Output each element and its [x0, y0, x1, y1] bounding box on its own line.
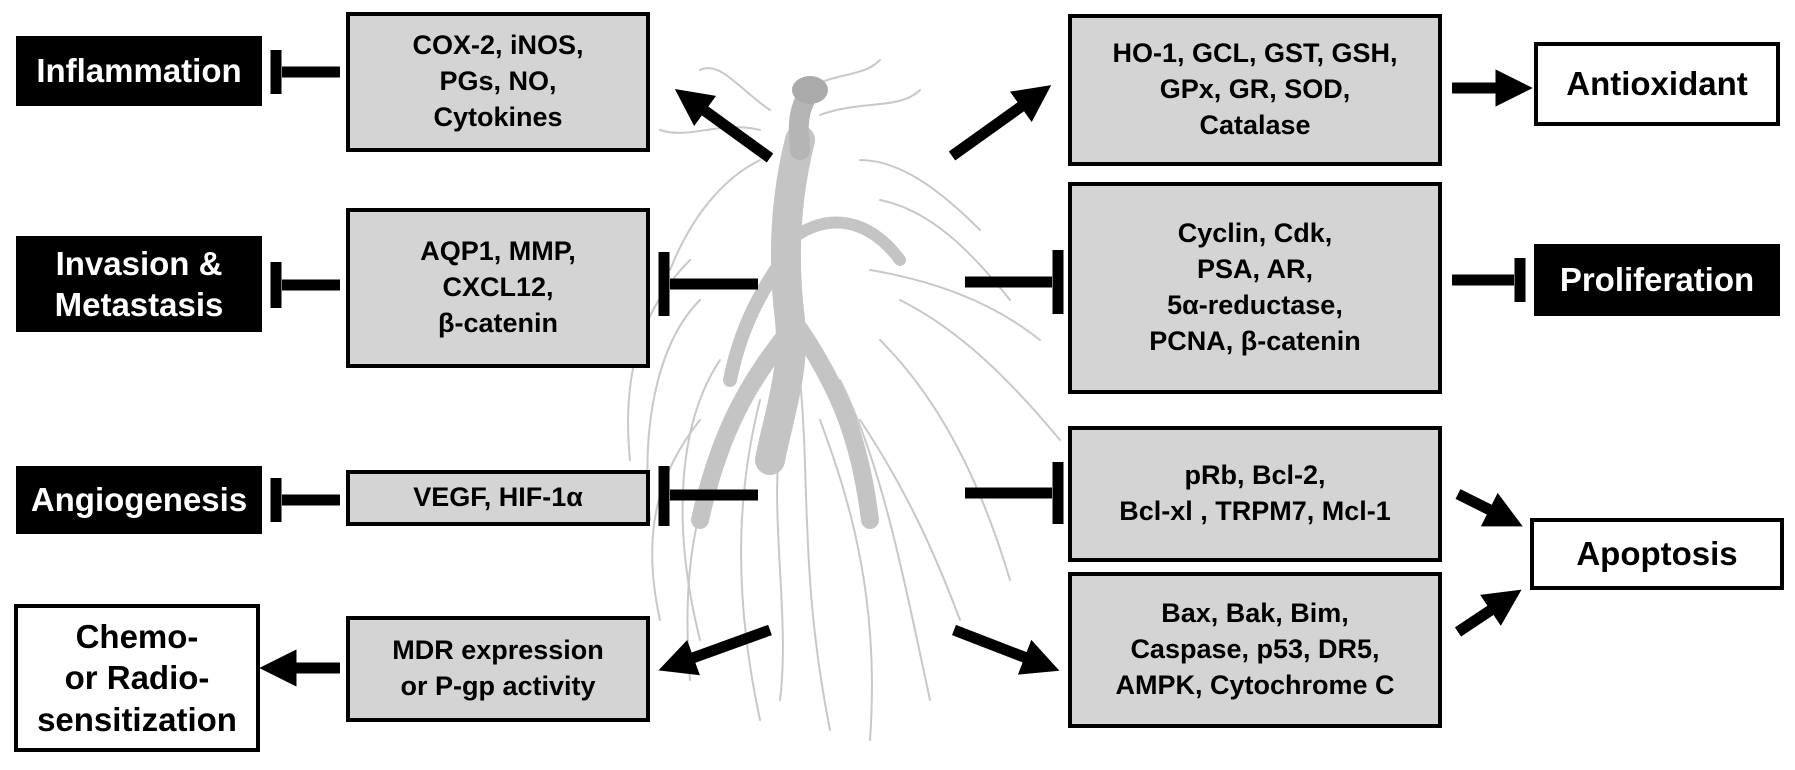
target-line: Bcl-xl , TRPM7, Mcl-1: [1119, 496, 1391, 526]
outcome-label: Metastasis: [54, 286, 224, 323]
target-line: Cytokines: [433, 101, 563, 132]
targets-mdr: MDR expression or P-gp activity: [346, 616, 650, 722]
target-line: pRb, Bcl-2,: [1184, 460, 1326, 491]
outcome-label: Invasion &: [55, 244, 223, 282]
target-line: AMPK, Cytochrome C: [1115, 669, 1395, 700]
outcome-label: Angiogenesis: [30, 481, 248, 519]
target-line: 5α-reductase,: [1167, 290, 1343, 320]
target-line: COX-2, iNOS,: [412, 30, 584, 61]
target-line: VEGF, HIF-1α: [413, 482, 583, 513]
outcome-label: or Radio-: [64, 659, 210, 697]
outcome-chemo-radio-sensitization: Chemo- or Radio- sensitization: [14, 604, 260, 752]
arrow-root-to-proapoptotic-targets: [952, 624, 1060, 675]
target-line: β-catenin: [438, 307, 558, 338]
target-line: Bax, Bak, Bim,: [1161, 598, 1349, 629]
target-line: AQP1, MMP,: [420, 236, 576, 267]
outcome-antioxidant: Antioxidant: [1534, 42, 1780, 126]
outcome-invasion-metastasis: Invasion & Metastasis: [16, 236, 262, 332]
targets-invasion-metastasis: AQP1, MMP, CXCL12, β-catenin: [346, 208, 650, 368]
outcome-inflammation: Inflammation: [16, 36, 262, 106]
targets-proliferation: Cyclin, Cdk, PSA, AR, 5α-reductase, PCNA…: [1068, 182, 1442, 394]
arrow-root-to-inflammation-targets: [674, 89, 774, 163]
target-line: GPx, GR, SOD,: [1159, 74, 1351, 105]
outcome-label: Antioxidant: [1566, 65, 1748, 103]
targets-antioxidant: HO-1, GCL, GST, GSH, GPx, GR, SOD, Catal…: [1068, 14, 1442, 166]
outcome-label: Chemo-: [75, 618, 199, 656]
outcome-label: Proliferation: [1559, 261, 1755, 299]
targets-inflammation: COX-2, iNOS, PGs, NO, Cytokines: [346, 12, 650, 152]
target-line: or P-gp activity: [400, 671, 596, 701]
target-line: PGs, NO,: [439, 66, 557, 97]
target-line: MDR expression: [392, 635, 604, 666]
arrow-proapoptotic-to-apoptosis: [1454, 589, 1522, 637]
outcome-label: Apoptosis: [1576, 535, 1738, 573]
target-line: HO-1, GCL, GST, GSH,: [1112, 38, 1398, 69]
target-line: Caspase, p53, DR5,: [1130, 634, 1380, 665]
target-line: Cyclin, Cdk,: [1177, 218, 1333, 249]
outcome-proliferation: Proliferation: [1534, 244, 1780, 316]
outcome-label: Inflammation: [36, 52, 242, 90]
targets-angiogenesis: VEGF, HIF-1α: [346, 470, 650, 526]
targets-antiapoptotic: pRb, Bcl-2, Bcl-xl , TRPM7, Mcl-1: [1068, 426, 1442, 562]
outcome-angiogenesis: Angiogenesis: [16, 466, 262, 534]
arrow-root-to-mdr-targets: [658, 624, 772, 676]
targets-proapoptotic: Bax, Bak, Bim, Caspase, p53, DR5, AMPK, …: [1068, 572, 1442, 728]
arrow-root-to-antioxidant-targets: [948, 85, 1052, 161]
target-line: PCNA, β-catenin: [1149, 325, 1361, 356]
outcome-label: sensitization: [37, 700, 237, 738]
arrow-antiapoptotic-to-apoptosis: [1455, 489, 1523, 527]
target-line: CXCL12,: [442, 272, 554, 303]
outcome-apoptosis: Apoptosis: [1530, 518, 1784, 590]
target-line: PSA, AR,: [1196, 254, 1313, 285]
target-line: Catalase: [1199, 109, 1311, 140]
